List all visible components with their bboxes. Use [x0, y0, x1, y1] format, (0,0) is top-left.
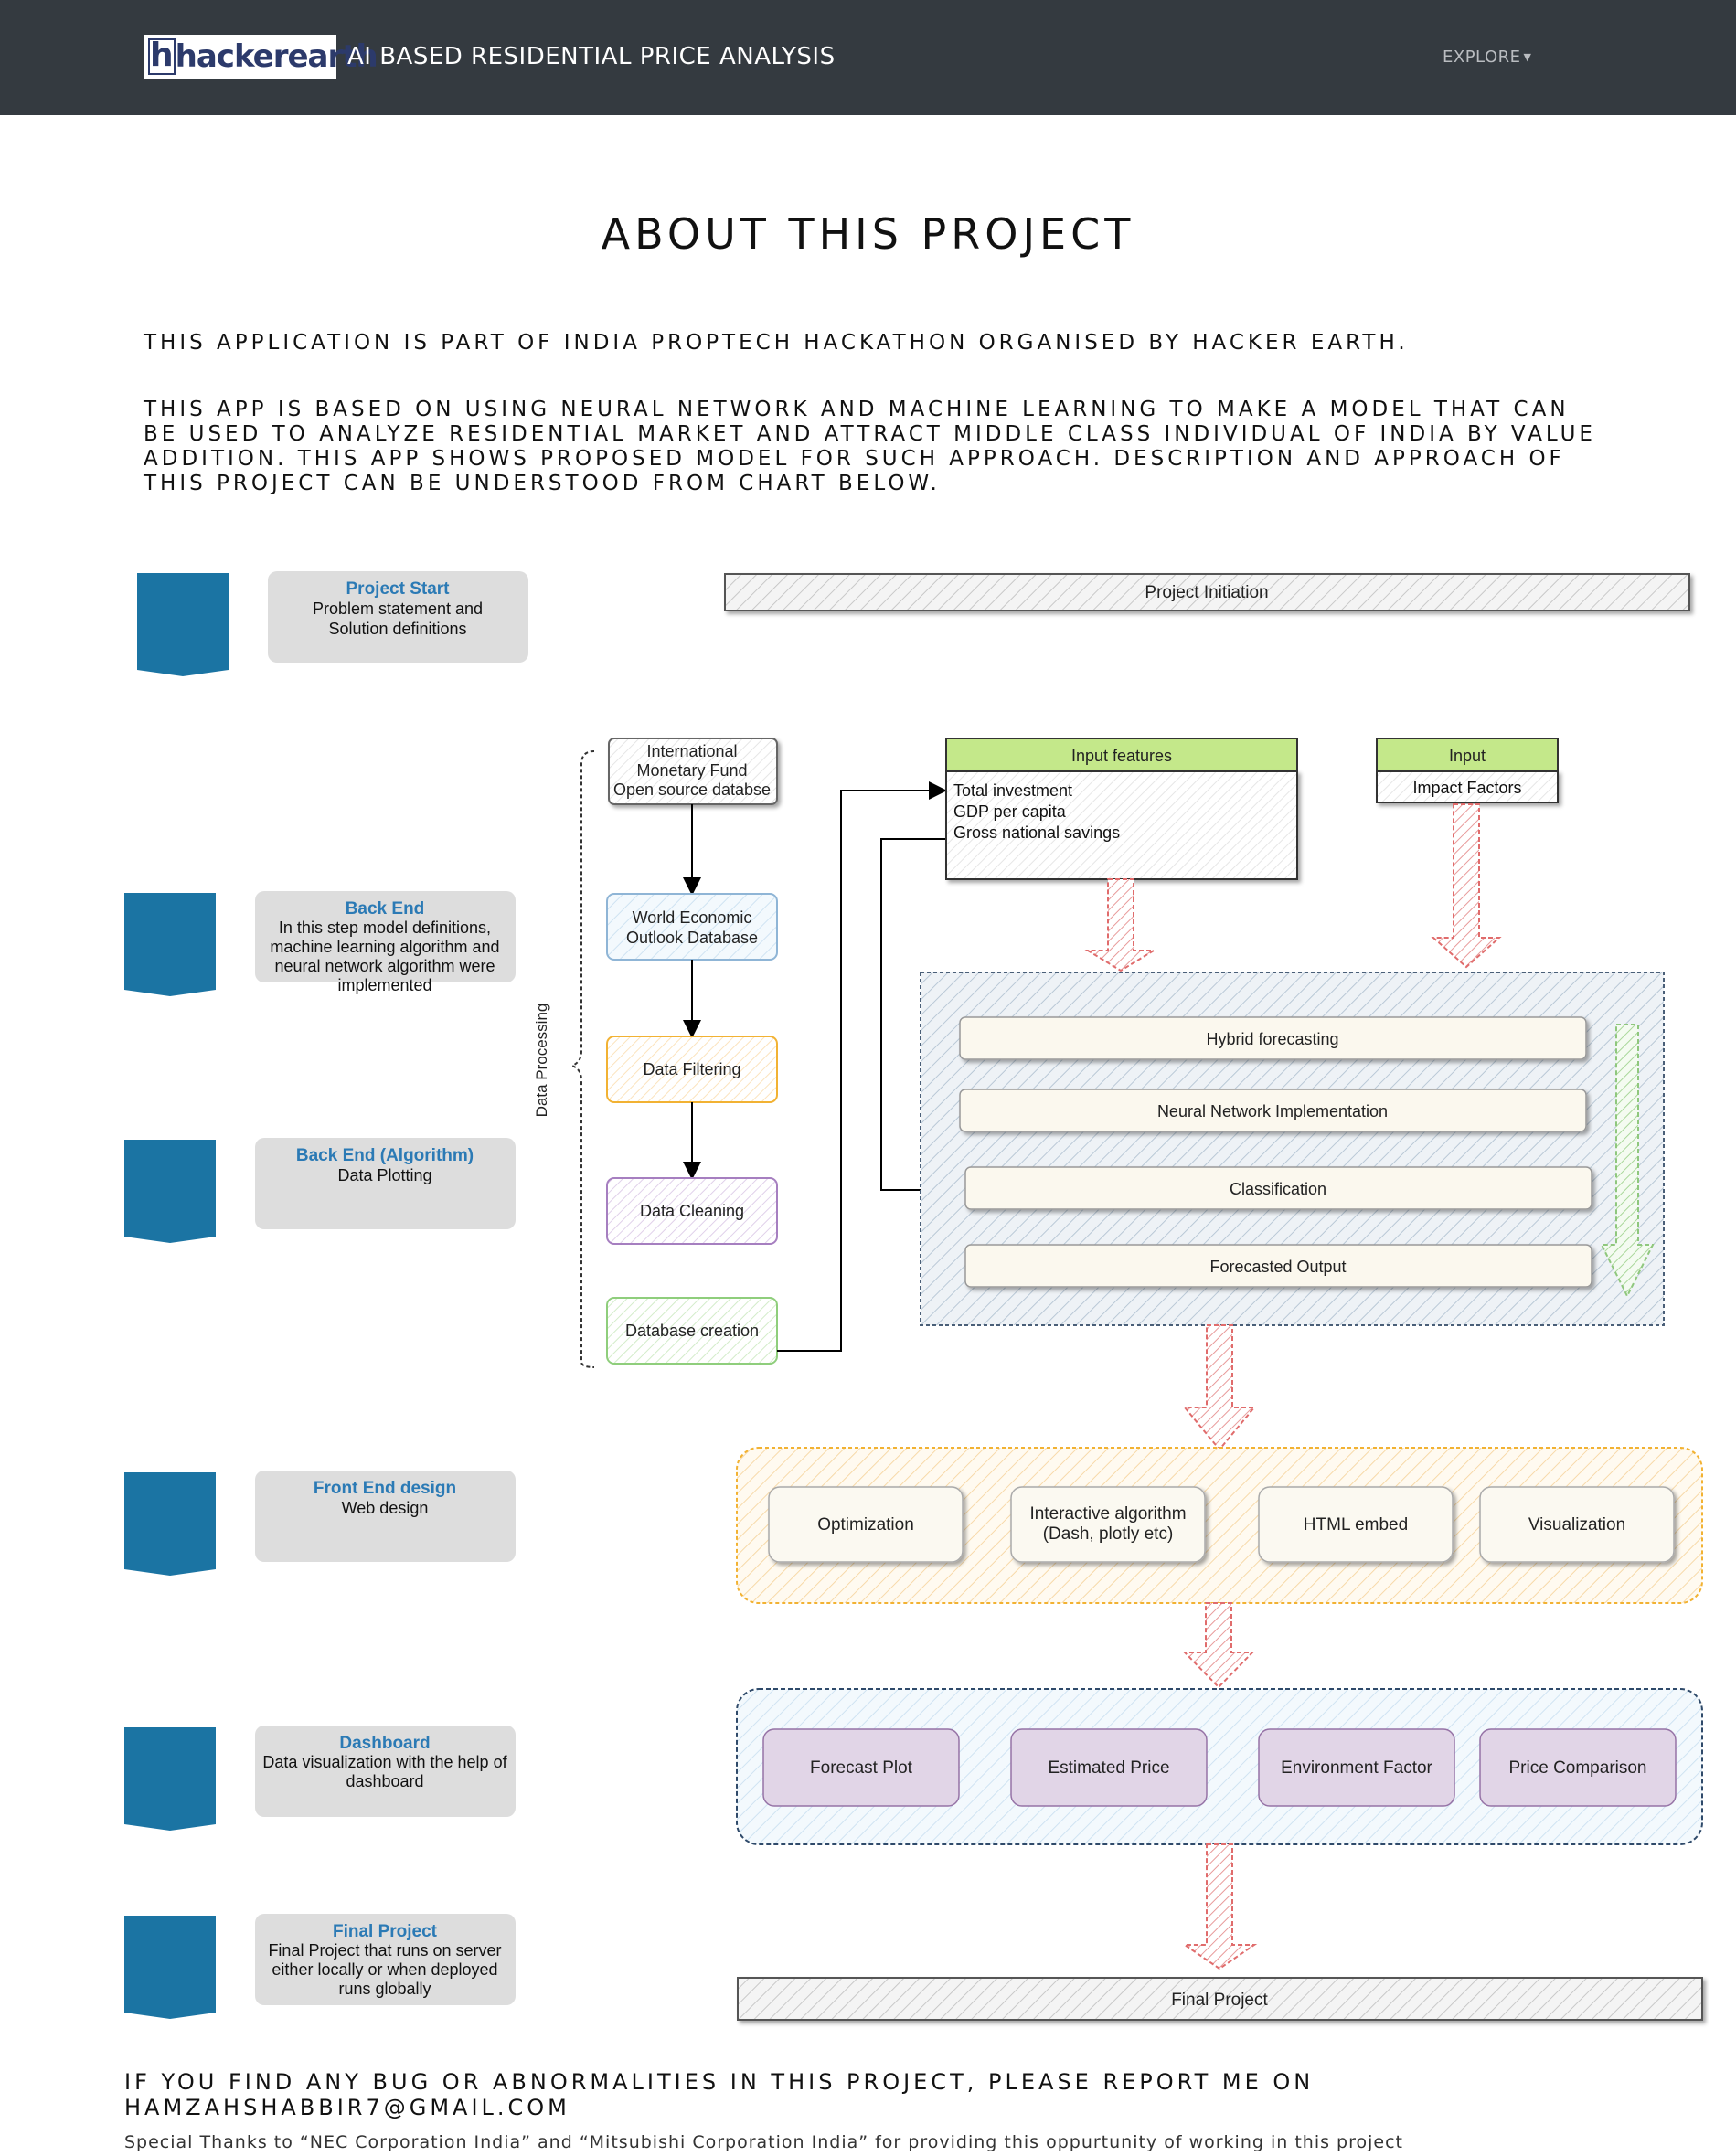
bookmark-icon: [124, 1916, 216, 2019]
svg-text:Visualization: Visualization: [1528, 1515, 1625, 1535]
svg-text:dashboard: dashboard: [346, 1772, 423, 1790]
stage-title: Final Project: [333, 1922, 438, 1941]
caret-down-icon: ▼: [1523, 51, 1532, 63]
svg-text:In this step model definitions: In this step model definitions,: [279, 919, 491, 937]
svg-text:neural network algorithm were: neural network algorithm were: [274, 957, 495, 975]
final-project-bar: Final Project: [737, 1977, 1703, 2021]
svg-text:Data visualization with the he: Data visualization with the help of: [262, 1753, 507, 1771]
svg-text:Total investment: Total investment: [953, 781, 1072, 800]
model-step: Classification: [1230, 1180, 1326, 1198]
explore-label: EXPLORE: [1443, 48, 1521, 67]
front-end-group: Optimization Interactive algorithm (Dash…: [736, 1447, 1703, 1604]
data-filtering-box: Data Filtering: [606, 1036, 778, 1103]
svg-text:Outlook Database: Outlook Database: [626, 929, 758, 947]
stage-back-end: Back End In this step model definitions,…: [124, 891, 516, 996]
svg-text:Optimization: Optimization: [817, 1515, 914, 1535]
project-initiation-bar: Project Initiation: [724, 573, 1690, 611]
stage-title: Dashboard: [339, 1734, 430, 1753]
explore-dropdown[interactable]: EXPLORE▼: [1443, 48, 1531, 68]
input-box: Input Impact Factors: [1376, 738, 1559, 803]
svg-text:Gross national savings: Gross national savings: [953, 823, 1120, 842]
arrow-down-icon: [1431, 803, 1502, 969]
bug-report-text: IF YOU FIND ANY BUG OR ABNORMALITIES IN …: [124, 2069, 1315, 2120]
dashboard-item: Forecast Plot: [810, 1758, 913, 1778]
svg-text:Problem statement and: Problem statement and: [313, 600, 483, 618]
project-flow-diagram: Project Start Problem statement and Solu…: [124, 571, 1703, 2021]
model-step: Hybrid forecasting: [1206, 1030, 1338, 1048]
svg-text:Impact Factors: Impact Factors: [1412, 779, 1521, 797]
svg-text:Open source databse: Open source databse: [613, 781, 771, 799]
weo-database-box: World Economic Outlook Database: [606, 893, 778, 961]
stage-dashboard: Dashboard Data visualization with the he…: [124, 1726, 516, 1831]
svg-text:Data Plotting: Data Plotting: [337, 1166, 431, 1184]
stage-front-end-design: Front End design Web design: [124, 1471, 516, 1576]
stage-title: Project Start: [346, 579, 451, 599]
svg-text:Database creation: Database creation: [625, 1322, 759, 1340]
model-step: Neural Network Implementation: [1157, 1102, 1388, 1120]
svg-text:runs globally: runs globally: [338, 1980, 431, 1998]
data-cleaning-box: Data Cleaning: [606, 1177, 778, 1245]
page-title: ABOUT THIS PROJECT: [601, 209, 1135, 259]
input-features-box: Input features Total investment GDP per …: [945, 738, 1298, 880]
svg-text:Data Filtering: Data Filtering: [643, 1060, 740, 1078]
svg-text:Input: Input: [1449, 747, 1486, 765]
green-arrow-down-icon: [1600, 1024, 1655, 1299]
svg-text:Monetary Fund: Monetary Fund: [636, 761, 747, 780]
intro-paragraph: THIS APPLICATION IS PART OF INDIA PROPTE…: [144, 331, 1409, 355]
bookmark-icon: [124, 1727, 216, 1831]
svg-text:Solution definitions: Solution definitions: [328, 620, 466, 638]
bookmark-icon: [124, 893, 216, 996]
database-creation-box: Database creation: [606, 1297, 778, 1365]
svg-text:Interactive algorithm: Interactive algorithm: [1029, 1504, 1186, 1524]
special-thanks-text: Special Thanks to “NEC Corporation India…: [124, 2132, 1403, 2152]
svg-text:World Economic: World Economic: [633, 908, 752, 927]
bookmark-icon: [124, 1472, 216, 1576]
stage-title: Back End (Algorithm): [296, 1146, 474, 1165]
stage-project-start: Project Start Problem statement and Solu…: [137, 571, 528, 676]
svg-text:Project Initiation: Project Initiation: [1145, 583, 1268, 602]
arrow-down-icon: [1181, 1843, 1258, 1970]
bookmark-icon: [124, 1140, 216, 1243]
svg-text:Data Cleaning: Data Cleaning: [640, 1202, 744, 1220]
svg-text:(Dash, plotly etc): (Dash, plotly etc): [1043, 1524, 1174, 1544]
description-paragraph: THIS APP IS BASED ON USING NEURAL NETWOR…: [144, 398, 1596, 495]
stage-back-end-algorithm: Back End (Algorithm) Data Plotting: [124, 1138, 516, 1243]
svg-text:Web design: Web design: [342, 1499, 429, 1517]
dashboard-group: Forecast Plot Estimated Price Environmen…: [736, 1688, 1703, 1845]
app-title[interactable]: AI BASED RESIDENTIAL PRICE ANALYSIS: [347, 43, 836, 70]
dashboard-item: Estimated Price: [1048, 1758, 1169, 1778]
svg-text:International: International: [646, 742, 737, 760]
svg-text:GDP per capita: GDP per capita: [953, 802, 1067, 821]
dashboard-item: Price Comparison: [1509, 1758, 1647, 1778]
svg-text:Final Project that runs on ser: Final Project that runs on server: [268, 1941, 501, 1960]
logo-h-mark: h: [148, 37, 176, 75]
svg-text:Final Project: Final Project: [1171, 1991, 1268, 2010]
stage-title: Back End: [346, 899, 425, 919]
svg-text:HTML embed: HTML embed: [1304, 1515, 1408, 1535]
svg-text:machine learning algorithm and: machine learning algorithm and: [270, 938, 499, 956]
arrow-down-icon: [1084, 878, 1157, 972]
data-processing-brace: Data Processing: [533, 750, 595, 1368]
arrow-down-icon: [1182, 1602, 1255, 1689]
svg-text:Input features: Input features: [1071, 747, 1172, 765]
imf-source-box: International Monetary Fund Open source …: [608, 738, 778, 805]
arrow-down-icon: [1182, 1324, 1257, 1451]
dashboard-item: Environment Factor: [1281, 1758, 1432, 1778]
bookmark-icon: [137, 573, 229, 676]
svg-text:implemented: implemented: [337, 976, 431, 994]
logo-text: hackerearth: [175, 38, 378, 75]
svg-text:either locally or when deploye: either locally or when deployed: [272, 1960, 497, 1979]
stage-final-project: Final Project Final Project that runs on…: [124, 1914, 516, 2019]
model-group: Hybrid forecasting Neural Network Implem…: [920, 972, 1665, 1326]
stage-title: Front End design: [314, 1479, 456, 1498]
model-step: Forecasted Output: [1209, 1258, 1346, 1276]
data-processing-label: Data Processing: [533, 1004, 550, 1118]
